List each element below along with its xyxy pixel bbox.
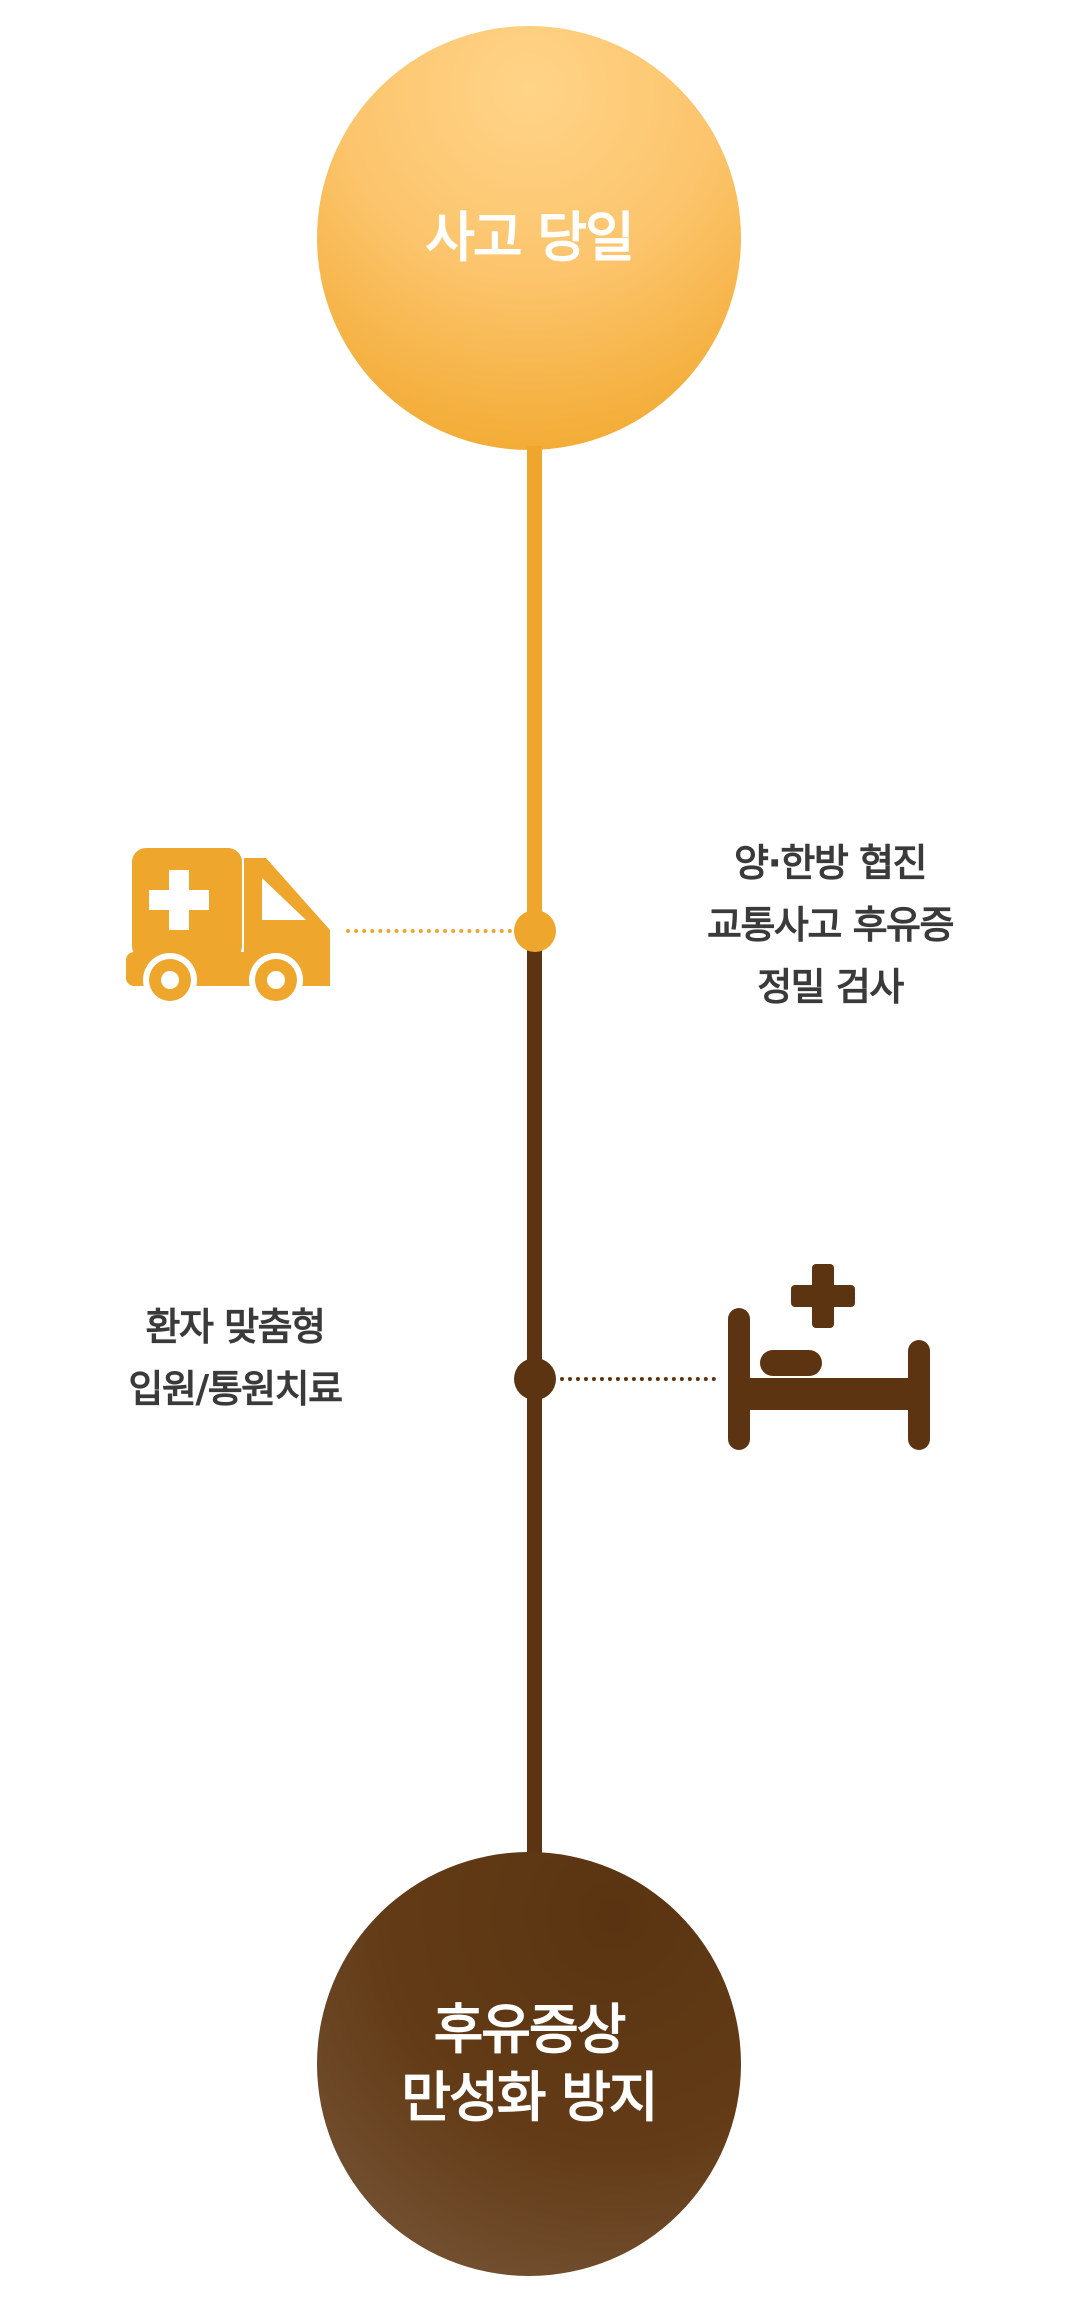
connector-line-1	[346, 929, 512, 933]
timeline-segment-orange	[527, 446, 542, 932]
end-circle: 후유증상 만성화 방지	[317, 1852, 741, 2276]
end-label: 후유증상 만성화 방지	[401, 1998, 658, 2129]
ambulance-icon	[126, 844, 340, 1012]
timeline-node-2	[514, 1358, 556, 1400]
start-circle: 사고 당일	[317, 26, 741, 450]
step-1-label: 양·한방 협진 교통사고 후유증 정밀 검사	[707, 841, 954, 1009]
timeline-node-1	[514, 910, 556, 952]
step-2-label: 환자 맞춤형 입원/통원치료	[128, 1305, 343, 1411]
connector-line-2	[560, 1377, 716, 1381]
start-label: 사고 당일	[425, 206, 635, 269]
hospital-bed-icon	[728, 1264, 940, 1450]
